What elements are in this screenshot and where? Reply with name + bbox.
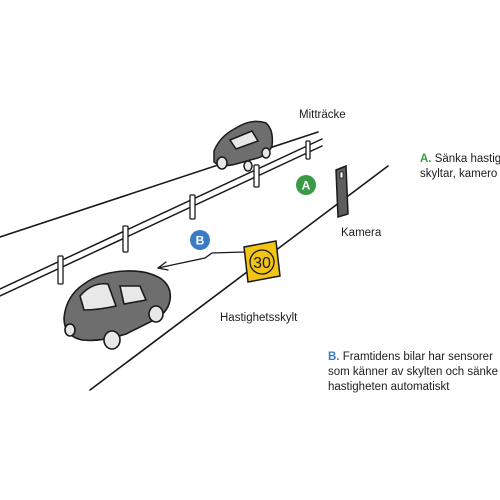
note-a-text-1: Sänka hastig bbox=[434, 153, 500, 165]
note-a-key: A. bbox=[420, 153, 432, 165]
car-near-wheel-2 bbox=[148, 305, 164, 323]
car-far bbox=[213, 120, 274, 172]
car-far-wheel-3 bbox=[261, 147, 271, 159]
car-far-wheel-1 bbox=[216, 156, 228, 170]
speed-sign-ring bbox=[249, 249, 275, 275]
marker-b: B bbox=[190, 230, 210, 250]
note-b-text-1: Framtidens bilar har sensorer bbox=[342, 351, 493, 363]
car-far-windshield bbox=[228, 130, 260, 150]
car-near-windshield bbox=[79, 282, 118, 311]
label-hastighetsskylt: Hastighetsskylt bbox=[220, 312, 298, 324]
median-barrier bbox=[0, 138, 323, 297]
car-far-wheel-2 bbox=[243, 160, 253, 172]
note-b: B. Framtidens bilar har sensorer som kän… bbox=[328, 350, 500, 395]
marker-b-letter: B bbox=[196, 234, 205, 248]
marker-a-letter: A bbox=[302, 179, 311, 193]
car-near-wheel-1 bbox=[103, 330, 121, 350]
camera-post bbox=[335, 164, 349, 218]
car-near bbox=[63, 270, 172, 350]
note-a-line-1: A. Sänka hastig bbox=[420, 152, 500, 167]
speed-sign-value: 30 bbox=[253, 255, 271, 272]
speed-sign-board bbox=[243, 240, 281, 283]
note-b-line-3: hastigheten automatiskt bbox=[328, 381, 450, 393]
note-b-line-2: som känner av skylten och sänke bbox=[328, 366, 499, 378]
car-near-side-window bbox=[119, 285, 148, 305]
note-b-key: B. bbox=[328, 351, 340, 363]
barrier-posts bbox=[57, 140, 311, 285]
note-a: A. Sänka hastig skyltar, kamero bbox=[420, 152, 500, 182]
speed-sign: 30 bbox=[243, 240, 281, 283]
note-b-line-1: B. Framtidens bilar har sensorer bbox=[328, 350, 500, 365]
label-kamera: Kamera bbox=[341, 227, 382, 239]
note-a-line-2: skyltar, kamero bbox=[420, 168, 498, 180]
label-mittracke: Mitträcke bbox=[299, 109, 346, 121]
marker-a: A bbox=[296, 175, 316, 195]
car-near-wheel-3 bbox=[64, 323, 76, 337]
sensor-arrow bbox=[157, 251, 245, 271]
